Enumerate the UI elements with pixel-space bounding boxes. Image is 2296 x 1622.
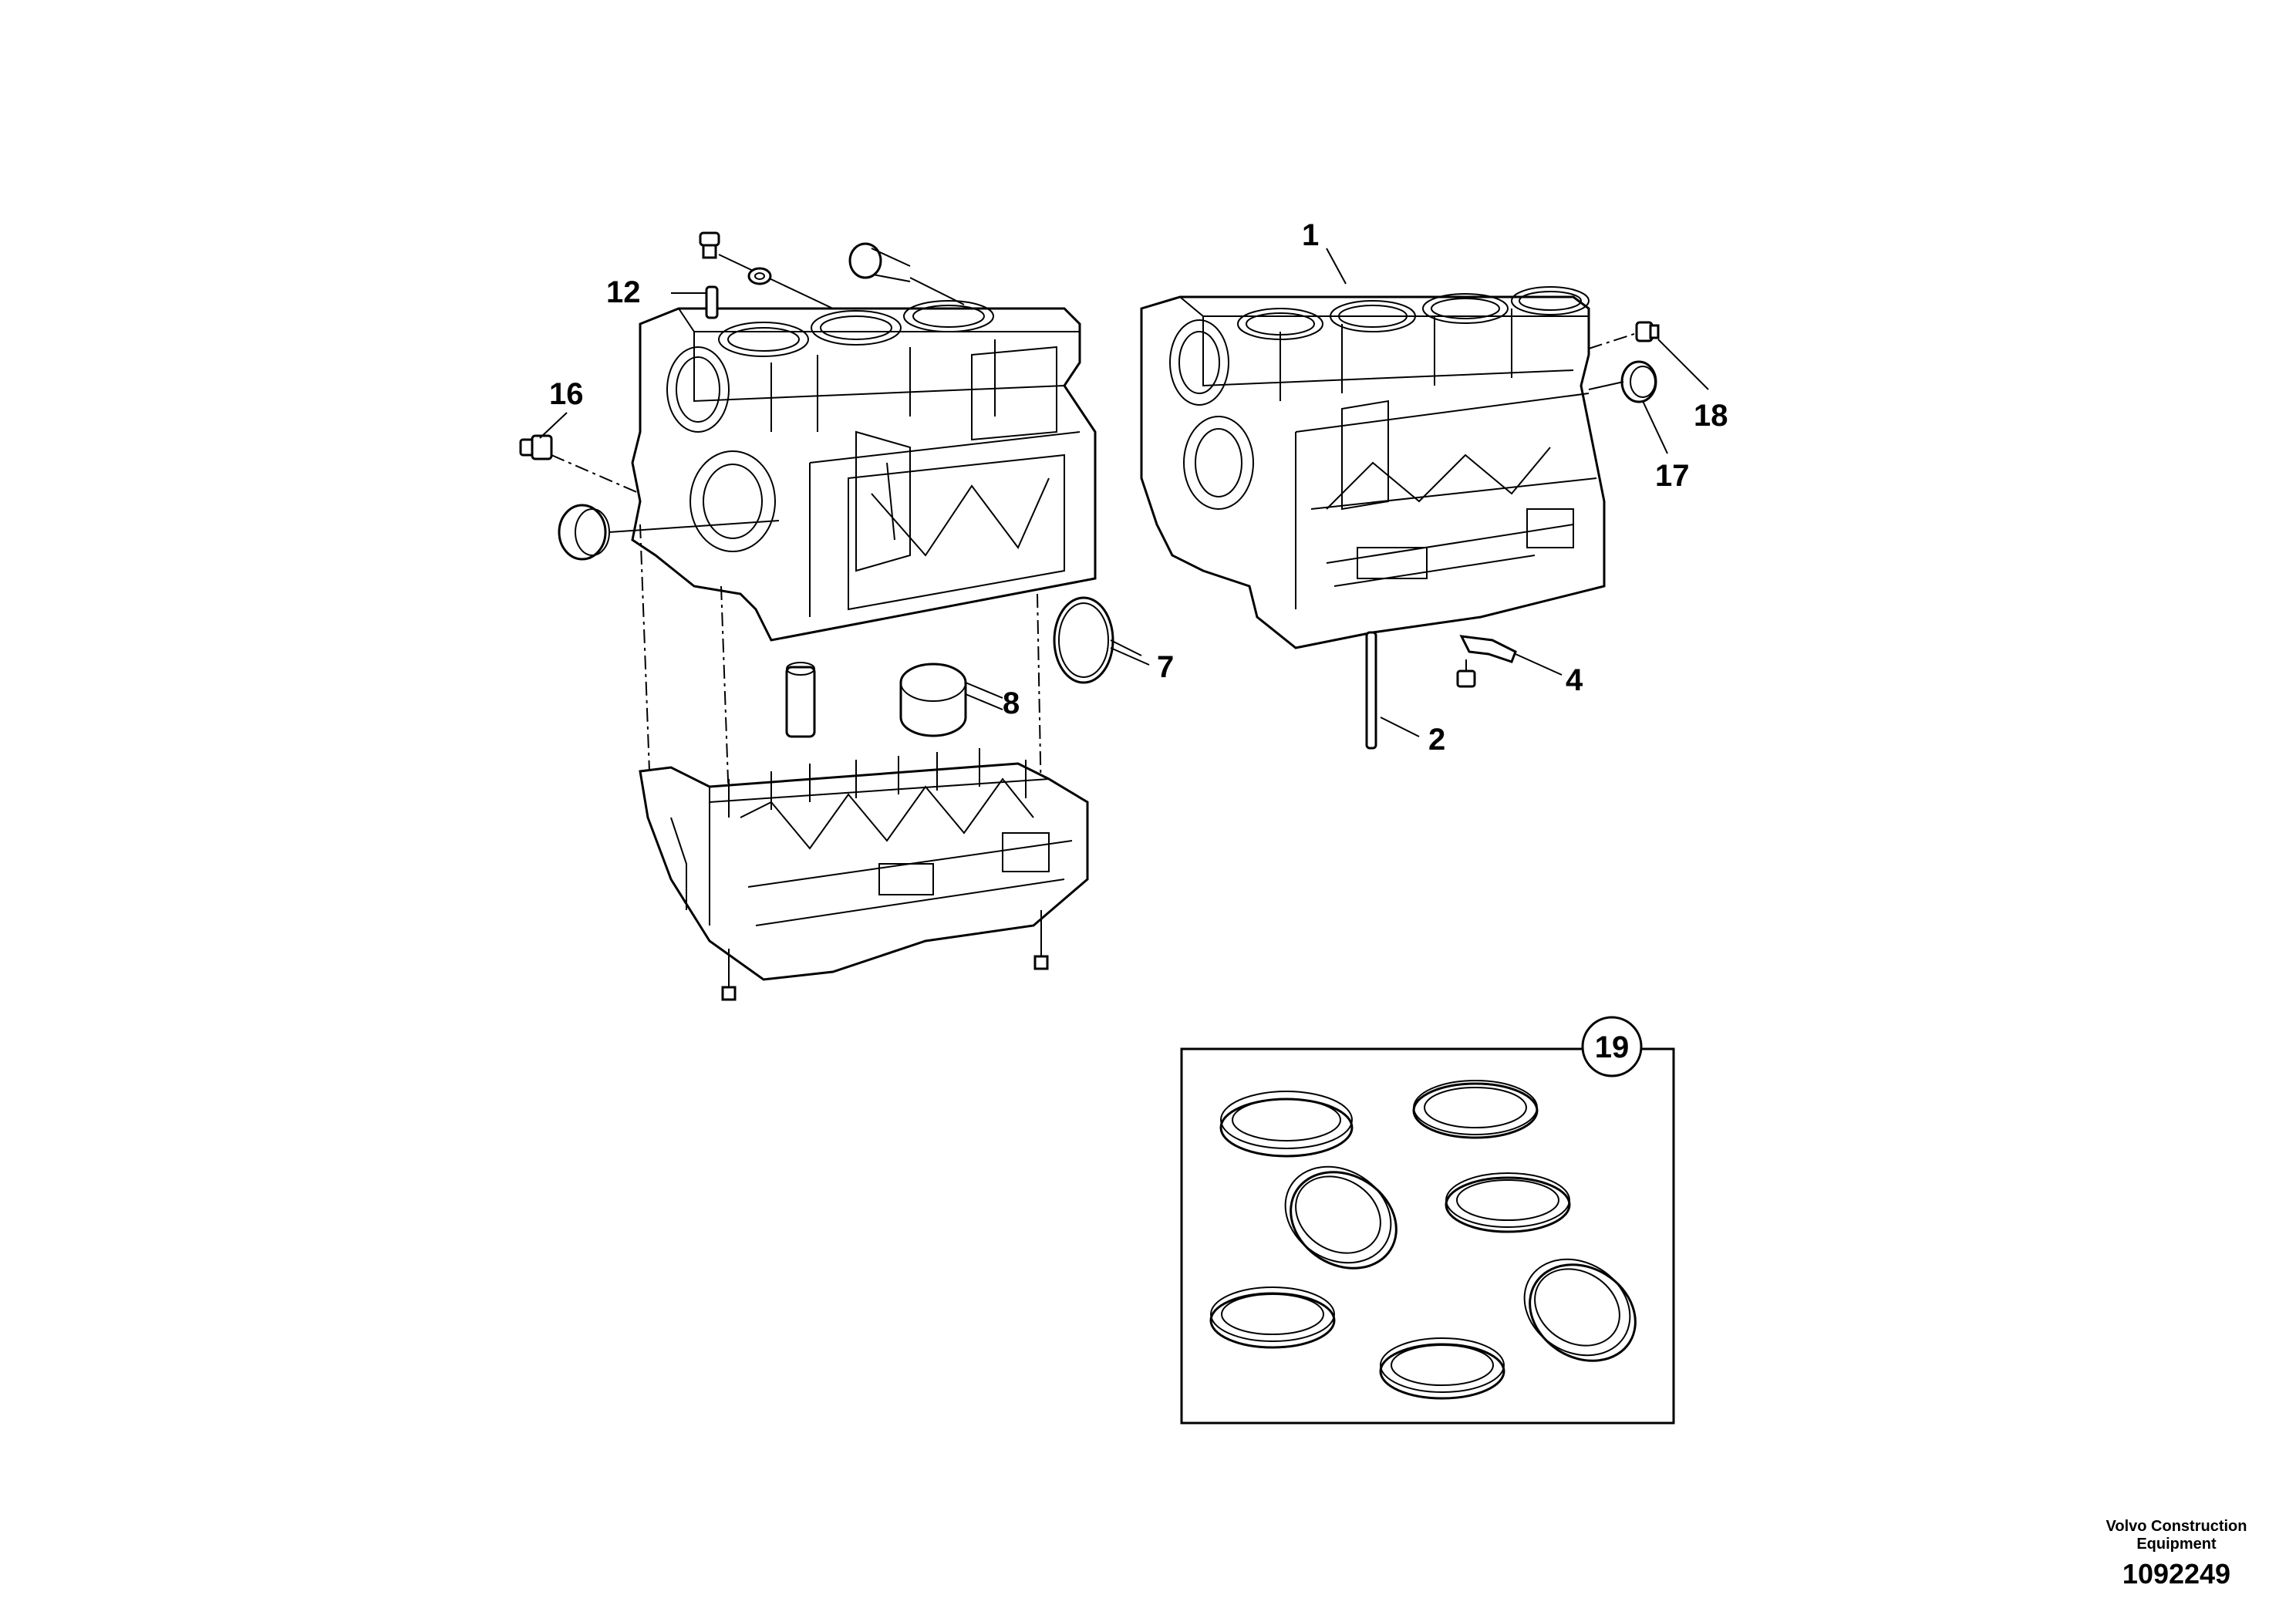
right-cylinder-block	[1140, 286, 1606, 649]
callout-16: 16	[549, 377, 584, 411]
ring-6	[1523, 1258, 1637, 1362]
callout-4: 4	[1566, 663, 1583, 697]
callout-1: 1	[1302, 218, 1319, 252]
footer-company-line2: Equipment	[2136, 1536, 2217, 1553]
callout-7: 7	[1157, 650, 1174, 684]
ring-7	[1379, 1337, 1505, 1400]
left-cylinder-block	[631, 300, 1097, 642]
lower-crankcase	[639, 748, 1089, 1001]
alignment-lines-left	[639, 524, 1042, 803]
callout-12: 12	[606, 275, 641, 309]
ring-4	[1445, 1172, 1571, 1233]
right-small-parts	[1365, 321, 1660, 750]
ring-1	[1219, 1091, 1354, 1158]
callout-2: 2	[1428, 723, 1445, 757]
ring-kit-box: 19	[1180, 1016, 1675, 1425]
callout-19: 19	[1595, 1030, 1630, 1064]
drawing-number: 1092249	[2122, 1558, 2230, 1590]
callout-8: 8	[1003, 686, 1020, 720]
callout-17: 17	[1655, 459, 1690, 493]
ring-2	[1412, 1080, 1539, 1139]
ring-3	[1284, 1165, 1397, 1270]
footer-company-line1: Volvo Construction	[2106, 1518, 2247, 1535]
leader-lines	[539, 248, 1709, 737]
callout-18: 18	[1694, 399, 1728, 433]
ring-5	[1209, 1286, 1336, 1349]
left-small-parts	[519, 231, 1142, 738]
